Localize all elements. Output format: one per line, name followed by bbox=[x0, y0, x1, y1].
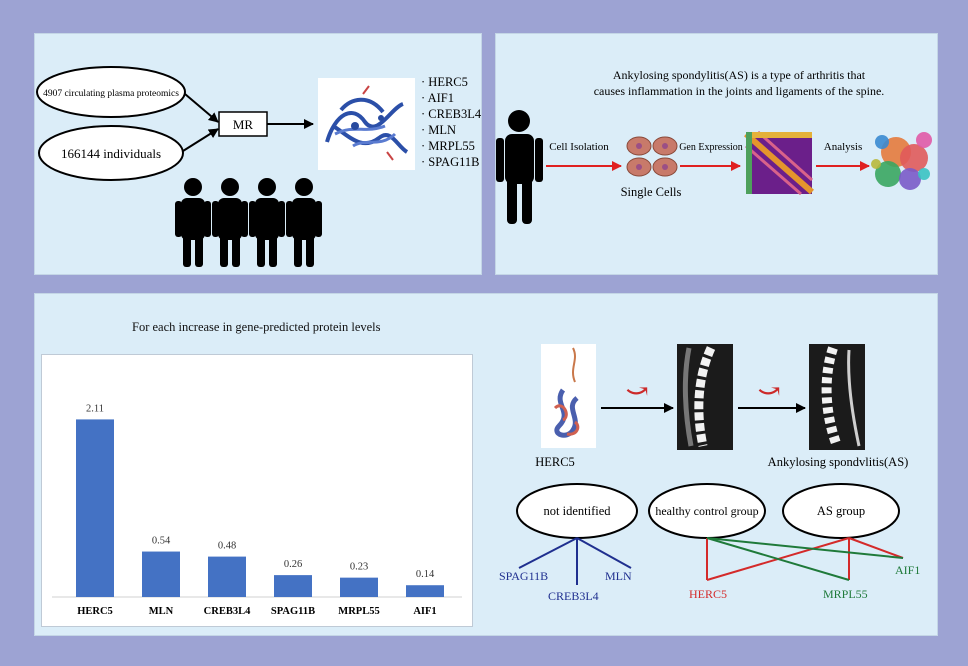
as-description-line2: causes inflammation in the joints and li… bbox=[594, 84, 885, 98]
category-tick-label: HERC5 bbox=[77, 606, 113, 617]
gene-list-item: · HERC5 bbox=[421, 75, 468, 89]
arrow-individuals-to-mr bbox=[182, 128, 219, 152]
mrpl55-aif1-links bbox=[706, 537, 904, 581]
bar bbox=[142, 551, 180, 597]
bar bbox=[274, 575, 312, 597]
spag11b-label: SPAG11B bbox=[499, 569, 548, 583]
bar-value-label: 0.26 bbox=[284, 559, 302, 570]
umap-cluster-image bbox=[871, 132, 932, 190]
bar-value-label: 0.54 bbox=[152, 536, 171, 547]
bar-value-label: 0.14 bbox=[416, 569, 435, 580]
category-tick-label: MLN bbox=[149, 606, 174, 617]
bar-value-label: 2.11 bbox=[86, 403, 104, 414]
bar bbox=[406, 585, 444, 597]
category-tick-label: AIF1 bbox=[413, 606, 436, 617]
mr-label: MR bbox=[233, 117, 254, 132]
single-cell-panel: Ankylosing spondylitis(AS) is a type of … bbox=[495, 33, 938, 275]
category-tick-label: MRPL55 bbox=[338, 606, 379, 617]
as-description-line1: Ankylosing spondylitis(AS) is a type of … bbox=[613, 68, 866, 82]
expression-heatmap-image bbox=[744, 130, 814, 196]
gene-list-item: · SPAG11B bbox=[421, 155, 479, 169]
mln-label: MLN bbox=[605, 569, 632, 583]
mr-diagram: 4907 circulating plasma proteomics 16614… bbox=[36, 66, 482, 267]
single-cells-image bbox=[626, 136, 678, 177]
herc5-label: HERC5 bbox=[689, 587, 727, 601]
healthy-group-label: healthy control group bbox=[655, 504, 758, 518]
mr-panel: 4907 circulating plasma proteomics 16614… bbox=[34, 33, 482, 275]
bar bbox=[340, 577, 378, 597]
category-tick-label: CREB3L4 bbox=[204, 606, 251, 617]
input-individuals-label: 166144 individuals bbox=[61, 146, 161, 161]
bar bbox=[208, 556, 246, 597]
bar bbox=[76, 419, 114, 597]
progression-diagram: ⤻ ⤻ HERC5 Ankylosing spondvlitis(AS) bbox=[535, 344, 909, 469]
single-cell-diagram: Ankylosing spondylitis(AS) is a type of … bbox=[496, 68, 932, 224]
groups-diagram: not identified healthy control group AS … bbox=[499, 483, 920, 603]
bar-value-label: 0.23 bbox=[350, 562, 368, 573]
category-tick-label: SPAG11B bbox=[271, 606, 315, 617]
mr-box bbox=[218, 111, 268, 137]
chart-title: For each increase in gene-predicted prot… bbox=[132, 320, 381, 334]
person-icon bbox=[496, 110, 543, 224]
mrpl55-label: MRPL55 bbox=[823, 587, 868, 601]
input-proteomics-label: 4907 circulating plasma proteomics bbox=[43, 89, 179, 99]
curved-arrow-icon: ⤻ bbox=[625, 376, 648, 407]
as-caption: Ankylosing spondvlitis(AS) bbox=[768, 455, 909, 469]
not-identified-links bbox=[518, 537, 632, 585]
step-cell-isolation-label: Cell Isolation bbox=[549, 141, 609, 153]
as-spine-scan-image bbox=[809, 344, 865, 450]
gene-list-item: · AIF1 bbox=[421, 91, 454, 105]
protein-structure-image bbox=[318, 78, 415, 170]
not-identified-label: not identified bbox=[544, 504, 612, 518]
curved-arrow-icon: ⤻ bbox=[757, 376, 780, 407]
herc5-links bbox=[706, 537, 904, 581]
bar-value-label: 0.48 bbox=[218, 541, 236, 552]
gene-list-item: · MRPL55 bbox=[421, 139, 475, 153]
people-group-icon bbox=[175, 178, 322, 267]
gene-list-item: · CREB3L4 bbox=[421, 107, 482, 121]
herc5-structure-image bbox=[541, 344, 596, 448]
single-cells-label: Single Cells bbox=[621, 185, 682, 199]
gene-list: · HERC5 · AIF1 · CREB3L4 · MLN · MRPL55 … bbox=[421, 75, 482, 169]
gene-list-item: · MLN bbox=[421, 123, 456, 137]
creb3l4-label: CREB3L4 bbox=[548, 589, 599, 603]
as-group-label: AS group bbox=[817, 504, 865, 518]
herc5-caption: HERC5 bbox=[535, 455, 575, 469]
input-ellipse-individuals bbox=[38, 125, 184, 181]
aif1-label: AIF1 bbox=[895, 563, 920, 577]
input-ellipse-proteomics bbox=[36, 66, 186, 118]
step-gen-expression-label: Gen Expression bbox=[679, 142, 743, 153]
step-analysis-label: Analysis bbox=[824, 141, 863, 153]
as-group-ellipse bbox=[782, 483, 900, 539]
results-panel: For each increase in gene-predicted prot… bbox=[34, 293, 938, 636]
arrow-proteomics-to-mr bbox=[184, 93, 219, 123]
spine-scan-image bbox=[677, 344, 733, 450]
